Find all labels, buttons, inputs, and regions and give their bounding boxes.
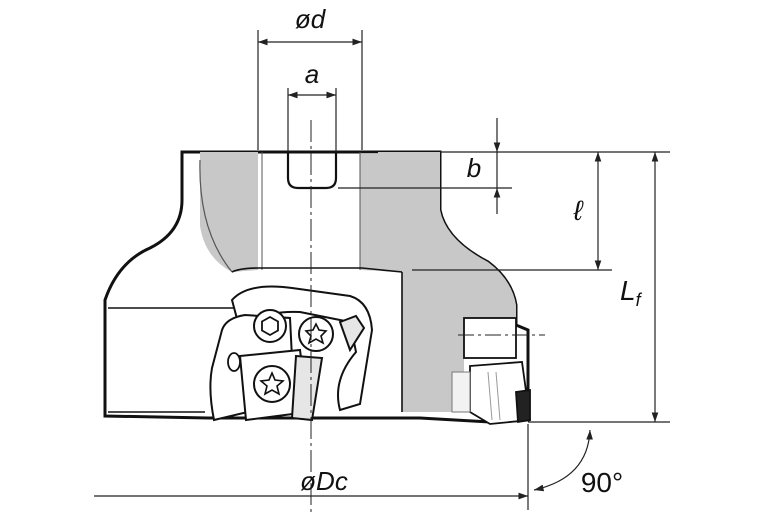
dim-keyway-width bbox=[287, 88, 337, 152]
label-cutting-diameter: øDc bbox=[300, 466, 348, 496]
label-lead-angle: 90° bbox=[581, 467, 623, 498]
dim-lead-angle bbox=[533, 429, 593, 492]
dim-cutting-diameter bbox=[94, 424, 529, 510]
coolant-hole bbox=[227, 352, 241, 372]
right-insert bbox=[451, 317, 532, 425]
label-bore-length: ℓ bbox=[572, 195, 584, 226]
hex-screw bbox=[253, 309, 287, 343]
dim-overall-length bbox=[528, 151, 670, 423]
dim-bore-diameter bbox=[257, 30, 363, 150]
torx-screw-upper bbox=[298, 316, 334, 352]
dim-bore-length bbox=[412, 151, 612, 271]
torx-screw-insert bbox=[253, 365, 291, 403]
label-keyway-depth: b bbox=[467, 153, 481, 183]
dim-keyway-depth bbox=[338, 118, 512, 214]
label-overall-length: Lf bbox=[620, 275, 643, 310]
section-left bbox=[200, 152, 258, 272]
label-bore-diameter: ød bbox=[295, 4, 327, 34]
bore-outline bbox=[258, 150, 378, 190]
section-right bbox=[360, 152, 516, 412]
label-keyway-width: a bbox=[305, 59, 319, 89]
label-overall-length-sub: f bbox=[636, 290, 643, 310]
